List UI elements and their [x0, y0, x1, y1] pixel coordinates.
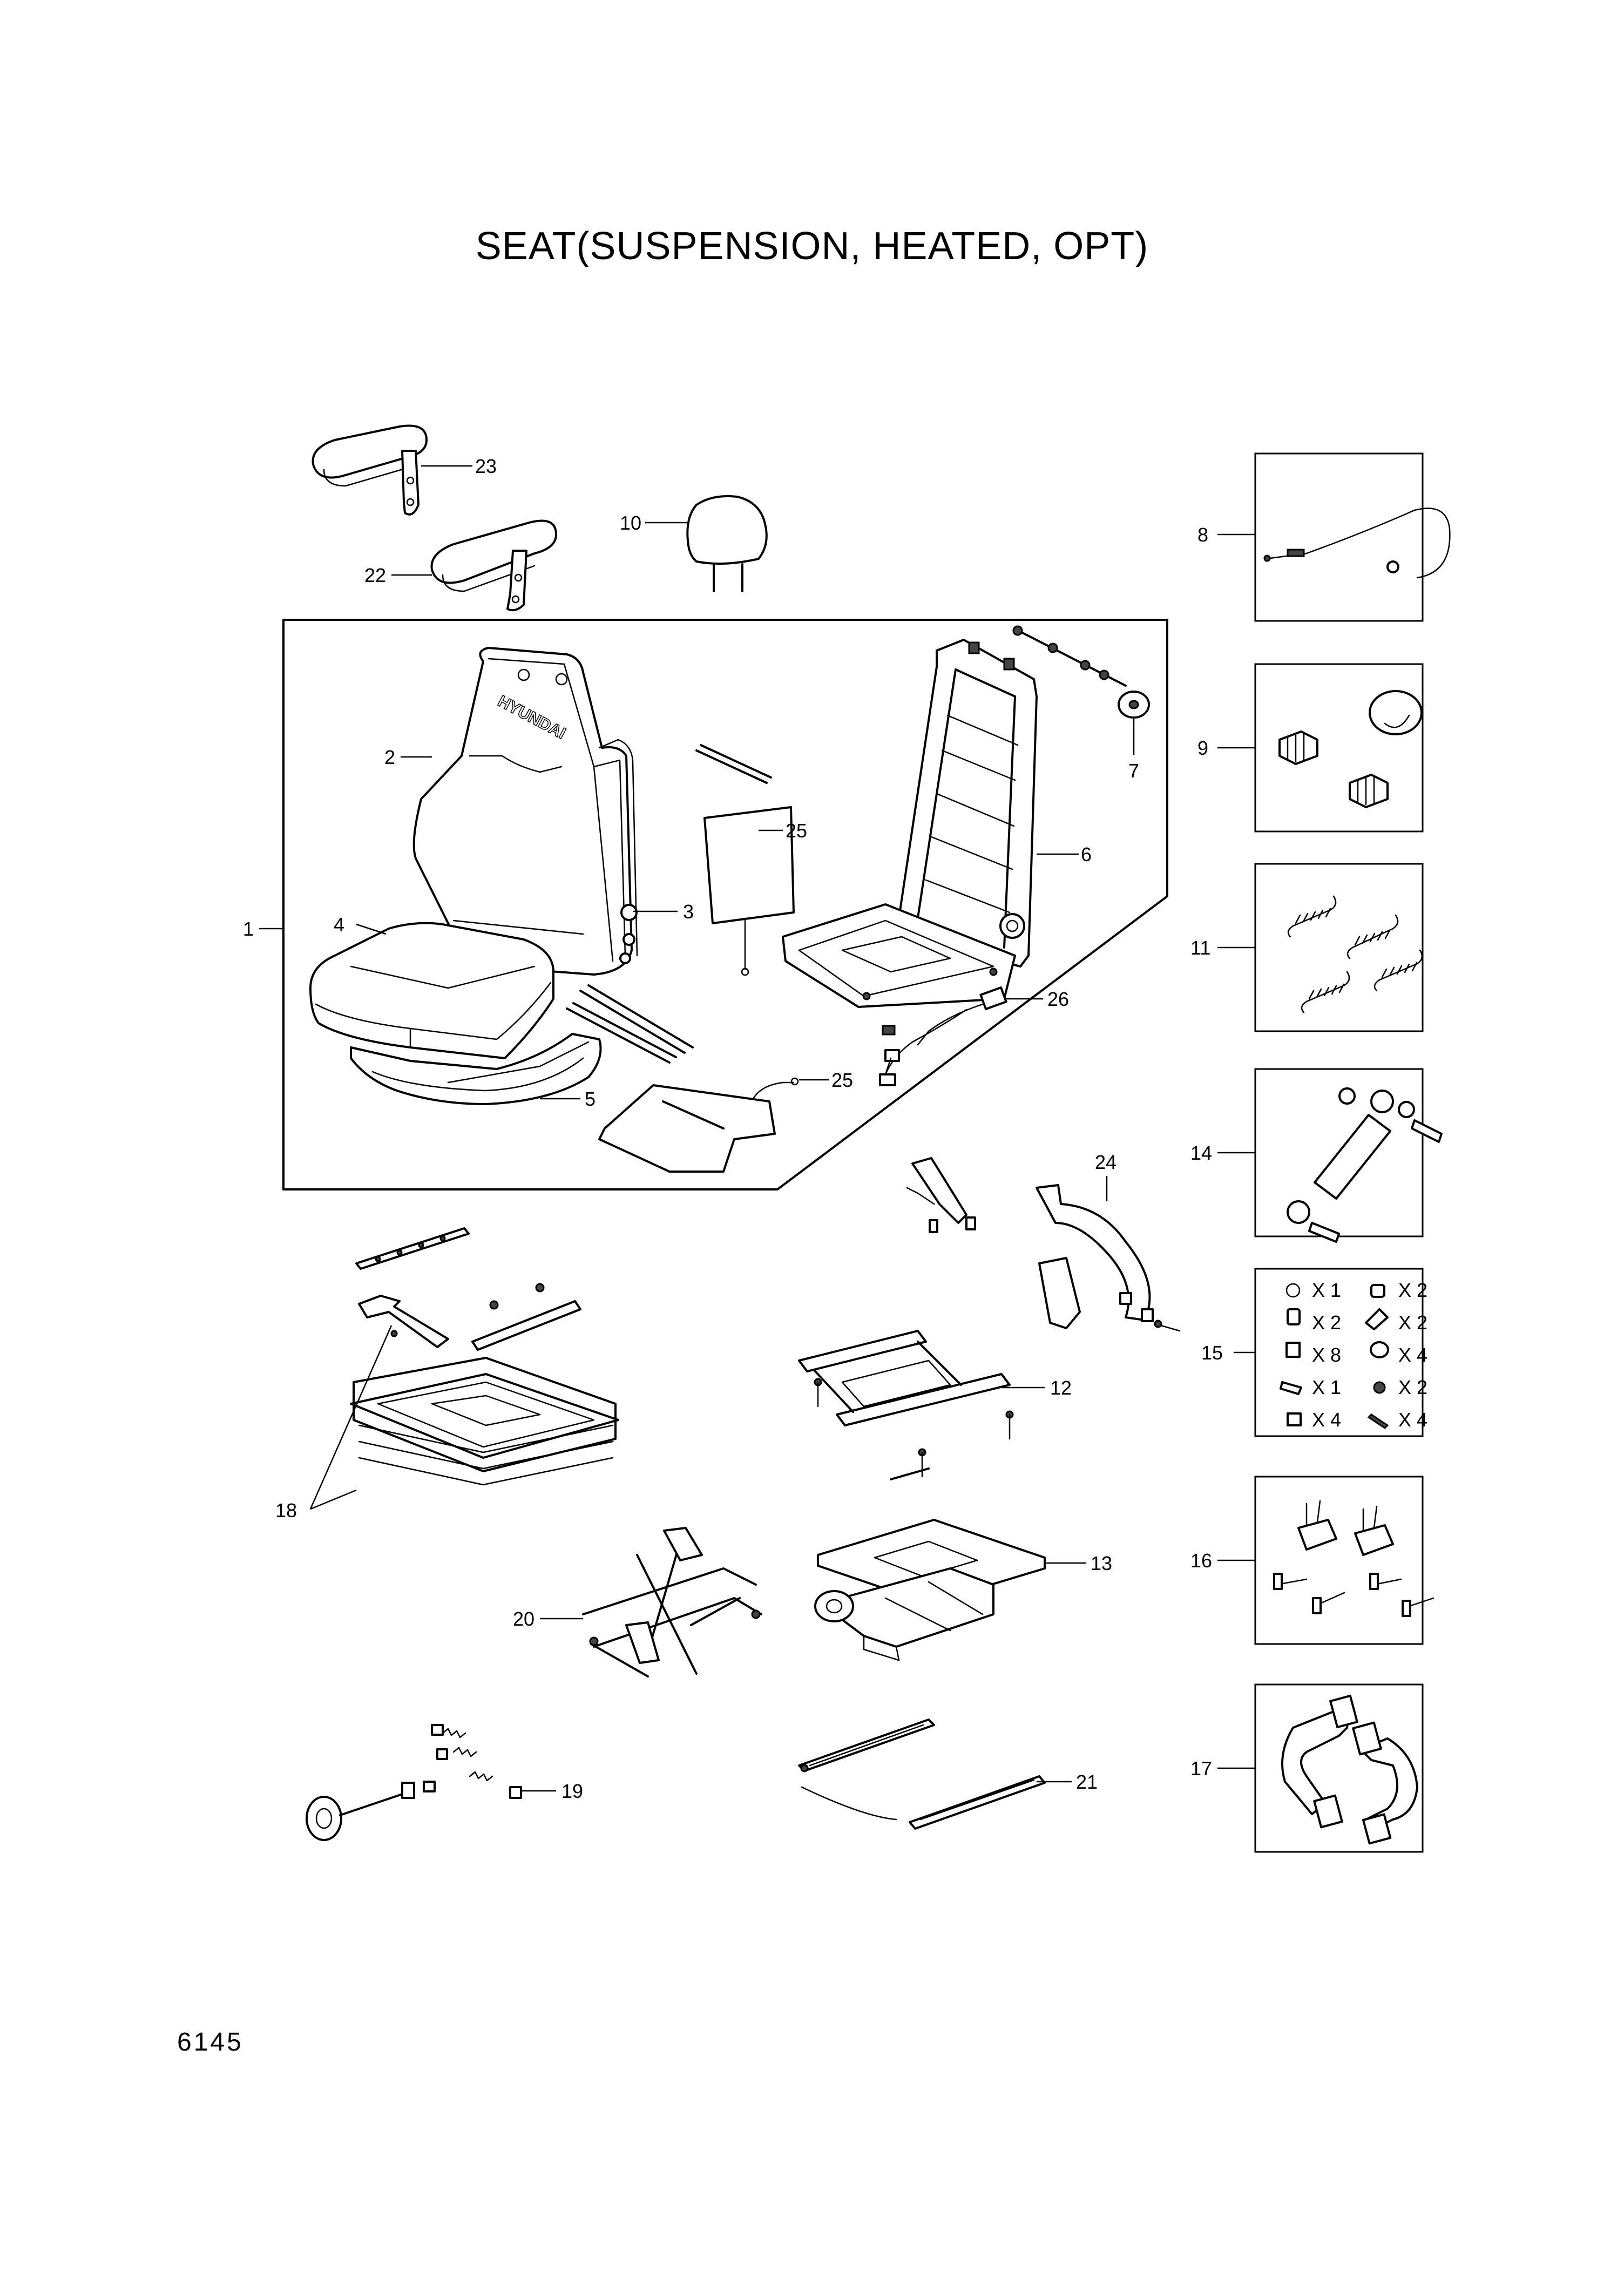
cushion-trim-rails — [566, 744, 772, 1064]
seat-assembly-outline — [282, 619, 1168, 1190]
slide-rail-set[interactable] — [798, 1719, 1046, 1830]
kit-qty-6: X 4 — [1398, 1344, 1427, 1366]
kit-qty-5: X 8 — [1312, 1344, 1341, 1366]
seat-slide-rails[interactable] — [798, 1330, 1014, 1480]
callout-20: 20 — [513, 1608, 534, 1630]
kit-qty-4: X 2 — [1398, 1311, 1427, 1334]
callout-7: 7 — [1128, 760, 1139, 782]
backrest-cushion[interactable]: HYUNDAI — [412, 647, 633, 976]
callout-19: 19 — [561, 1780, 583, 1802]
callout-4: 4 — [334, 914, 344, 936]
suspension-bellows[interactable] — [350, 1357, 619, 1486]
backrest-side-cover[interactable] — [598, 739, 638, 964]
callout-25a: 25 — [786, 820, 807, 842]
heater-wiring-harness[interactable] — [879, 986, 1007, 1086]
seat-heater-pad[interactable] — [598, 1077, 799, 1173]
kit-qty-9: X 4 — [1312, 1409, 1341, 1431]
mounting-brackets[interactable] — [1281, 1694, 1418, 1845]
kit-qty-7: X 1 — [1312, 1376, 1341, 1398]
callout-5: 5 — [585, 1088, 596, 1110]
callout-15: 15 — [1201, 1342, 1223, 1364]
hardware-kit-icons — [1280, 1283, 1389, 1429]
detail-box-15 — [1254, 1268, 1424, 1437]
spring-set[interactable] — [1287, 895, 1423, 1013]
callout-14: 14 — [1190, 1142, 1212, 1164]
backrest-heater-pad[interactable] — [703, 806, 795, 976]
callout-2: 2 — [384, 746, 395, 768]
detail-box-8 — [1254, 452, 1424, 622]
callout-17: 17 — [1190, 1757, 1212, 1780]
armrest-left[interactable] — [430, 519, 557, 612]
suspension-base[interactable] — [814, 1519, 1046, 1661]
page-title: SEAT(SUSPENSION, HEATED, OPT) — [475, 225, 1149, 268]
callout-23: 23 — [475, 455, 497, 477]
callout-22: 22 — [364, 564, 386, 586]
lumbar-adjust-knob[interactable] — [1012, 625, 1150, 719]
callout-13: 13 — [1091, 1552, 1112, 1574]
headrest[interactable] — [686, 495, 768, 592]
detail-box-16 — [1254, 1476, 1424, 1645]
seat-frame[interactable] — [782, 639, 1038, 1008]
shock-absorber[interactable] — [1287, 1087, 1443, 1243]
kit-qty-2: X 2 — [1398, 1279, 1427, 1301]
seat-pan[interactable] — [350, 1033, 602, 1105]
callout-25b: 25 — [831, 1069, 853, 1091]
kit-qty-1: X 1 — [1312, 1279, 1341, 1301]
kit-qty-8: X 2 — [1398, 1376, 1427, 1398]
callout-11: 11 — [1190, 937, 1210, 959]
callout-24: 24 — [1095, 1151, 1116, 1173]
callout-6: 6 — [1081, 843, 1092, 865]
mount-brackets-18[interactable] — [355, 1227, 581, 1351]
callout-21: 21 — [1076, 1771, 1098, 1793]
armrest-right[interactable] — [312, 424, 428, 516]
callout-12: 12 — [1050, 1377, 1072, 1399]
callout-10: 10 — [620, 512, 641, 534]
seat-belt[interactable] — [906, 1157, 1181, 1332]
page-number: 6145 — [177, 2028, 243, 2056]
kit-qty-3: X 2 — [1312, 1311, 1341, 1334]
weight-adjust-knob[interactable] — [306, 1724, 522, 1841]
callout-9: 9 — [1197, 737, 1208, 759]
detail-box-11 — [1254, 863, 1424, 1032]
callout-18: 18 — [275, 1499, 297, 1521]
callout-1: 1 — [243, 918, 254, 940]
callout-16: 16 — [1190, 1550, 1212, 1572]
scissor-linkage[interactable] — [582, 1527, 762, 1677]
kit-qty-10: X 4 — [1398, 1409, 1427, 1431]
bumper-and-pin-set[interactable] — [1273, 1500, 1434, 1617]
callout-26: 26 — [1047, 988, 1069, 1010]
cable-assembly[interactable] — [1263, 508, 1451, 579]
seat-cushion[interactable] — [309, 922, 554, 1059]
callout-8: 8 — [1197, 524, 1208, 546]
callout-3: 3 — [683, 901, 694, 923]
knob-and-cap-set[interactable] — [1278, 690, 1423, 808]
